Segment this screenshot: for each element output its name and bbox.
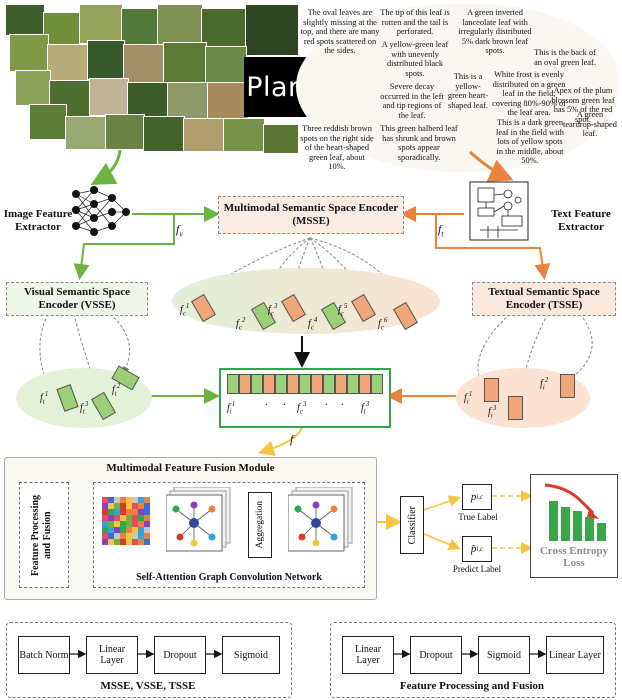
description-3: A green inverted lanceolate leaf with ir… — [458, 8, 532, 56]
vsse-label-2: ft2 — [112, 382, 121, 398]
predict-label-box: p̂i,c — [462, 536, 492, 562]
description-1: The oval leaves are slightly missing at … — [300, 8, 380, 56]
description-13: Three reddish brown spots on the right s… — [300, 124, 374, 172]
vsse-box: Visual Semantic Space Encoder (VSSE) — [6, 282, 148, 316]
loss-box: Cross Entropy Loss — [530, 474, 618, 578]
description-7: This is a yellow-green heart-shaped leaf… — [447, 72, 489, 110]
feature-processing-box: Feature Processing and Fusion — [19, 482, 69, 588]
concat-dot: · — [325, 400, 328, 411]
text-feature-extractor-label: Text Feature Extractor — [551, 208, 611, 233]
description-2: The tip of this leaf is rotten and the t… — [380, 8, 450, 37]
transformer-icon — [469, 181, 529, 241]
vector-cell — [335, 374, 347, 394]
vector-cell — [359, 374, 371, 394]
msse-label-2: fc2 — [236, 316, 246, 332]
vector-cell — [227, 374, 239, 394]
graph-network-icon — [166, 487, 231, 552]
cross-entropy-loss-label: Cross Entropy Loss — [539, 545, 609, 569]
pipeline-left-title: MSSE, VSSE, TSSE — [100, 680, 196, 692]
vector-cell — [275, 374, 287, 394]
true-label-caption: True Label — [458, 512, 498, 522]
msse-label-6: fc6 — [378, 316, 388, 332]
tsse-box: Textual Semantic Space Encoder (TSSE) — [472, 282, 616, 316]
fused-feature-symbol: f — [290, 432, 294, 446]
fp-sigmoid-step: Sigmoid — [478, 636, 530, 674]
msse-ellipse — [172, 268, 440, 334]
vsse-label-3: ft3 — [80, 400, 89, 416]
msse-label-4: fc4 — [308, 316, 318, 332]
description-4: A yellow-green leaf with unevenly distri… — [381, 40, 449, 78]
vector-cell — [239, 374, 251, 394]
msse-label-1: fc1 — [180, 302, 190, 318]
tsse-label-2: fi2 — [540, 376, 549, 392]
vector-cell — [299, 374, 311, 394]
loss-bar-icon — [544, 483, 606, 541]
fv-symbol: fv — [176, 222, 183, 239]
pipeline-right-title: Feature Processing and Fusion — [399, 680, 545, 692]
dropout-step: Dropout — [154, 636, 206, 674]
linear-layer-step: Linear Layer — [86, 636, 138, 674]
predict-label-caption: Predict Label — [452, 564, 502, 574]
image-feature-extractor-label: Image Feature Extractor — [3, 208, 73, 233]
graph-network-icon-2 — [288, 487, 353, 552]
tsse-label-3: fi3 — [488, 404, 497, 420]
classifier-box: Classifier — [400, 496, 424, 554]
description-11: A green teardrop-shaped leaf. — [563, 110, 617, 139]
description-5: This is the back of an oval green leaf. — [534, 48, 596, 67]
vsse-label-1: ft1 — [40, 390, 49, 406]
description-12: This green halberd leaf has shrunk and b… — [380, 124, 458, 162]
neural-network-icon — [72, 186, 130, 236]
description-6: Severe decay occurred in the left and ti… — [380, 82, 444, 120]
description-9: Apex of the plum blossom green leaf has … — [551, 86, 615, 124]
description-10: This is a dark green leaf in the field w… — [496, 118, 564, 166]
leaf-image-collage — [5, 4, 300, 154]
fp-linear-layer-step-2: Linear Layer — [546, 636, 604, 674]
vector-cell — [323, 374, 335, 394]
concat-dot: · — [283, 400, 286, 411]
tsse-label-1: fi1 — [464, 390, 473, 406]
description-cloud — [296, 4, 618, 172]
tsse-vector-3 — [560, 374, 575, 398]
vector-cell — [371, 374, 383, 394]
msse-box: Multimodal Semantic Space Encoder (MSSE) — [218, 196, 404, 234]
vector-cell — [263, 374, 275, 394]
concat-dot: · — [265, 400, 268, 411]
concat-label-2: fc3 — [297, 400, 307, 416]
concat-dot: · — [341, 400, 344, 411]
msse-label-5: fc5 — [338, 302, 348, 318]
pipeline-right-box — [330, 622, 616, 698]
attention-matrix — [102, 497, 150, 545]
fusion-module-title: Multimodal Feature Fusion Module — [106, 462, 275, 474]
batch-norm-step: Batch Norm — [18, 636, 70, 674]
vector-cell — [311, 374, 323, 394]
vector-cell — [287, 374, 299, 394]
aggregation-box: Aggregation — [248, 492, 272, 558]
tsse-vector-2 — [508, 396, 523, 420]
pipeline-left-box — [6, 622, 292, 698]
fp-dropout-step: Dropout — [410, 636, 462, 674]
fp-linear-layer-step: Linear Layer — [342, 636, 394, 674]
sagcn-label: Self-Attention Graph Convolution Network — [136, 572, 322, 583]
concat-label-1: fi1 — [227, 400, 236, 416]
concat-label-3: ft3 — [361, 400, 370, 416]
description-8: White frost is evenly distributed on a g… — [492, 70, 566, 118]
msse-label-3: fc3 — [268, 302, 278, 318]
vector-cell — [251, 374, 263, 394]
tsse-vector-1 — [484, 378, 499, 402]
sigmoid-step: Sigmoid — [222, 636, 280, 674]
concatenated-feature-vector: fi1 · · fc3 · · ft3 — [219, 368, 391, 428]
ft-symbol: ft — [438, 222, 444, 239]
vector-cell — [347, 374, 359, 394]
